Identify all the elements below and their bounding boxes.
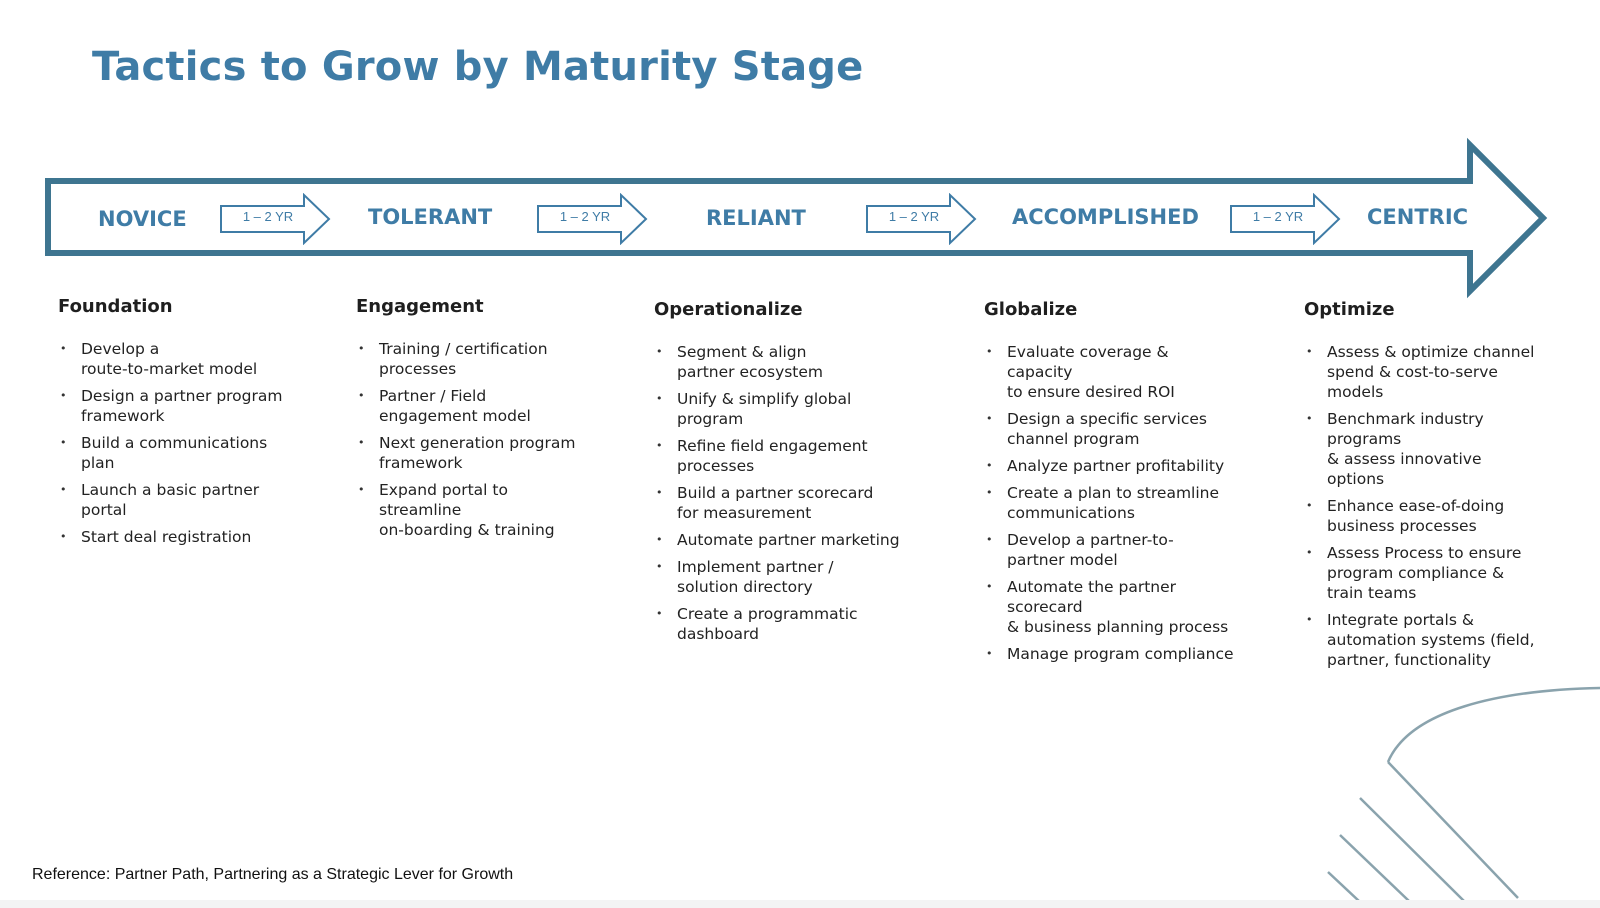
list-item: Create a plan to streamline communicatio…	[984, 483, 1274, 523]
decorative-lines	[1327, 686, 1600, 903]
transition-arrow-shape	[1230, 193, 1341, 245]
list-item: Develop a partner-to- partner model	[984, 530, 1274, 570]
tactic-list: Develop a route-to-market model Design a…	[58, 339, 328, 547]
column-globalize: Globalize Evaluate coverage & capacity t…	[984, 299, 1274, 671]
transition-duration-label: 1 – 2 YR	[242, 209, 294, 224]
transition-duration-label: 1 – 2 YR	[559, 209, 611, 224]
list-item: Manage program compliance	[984, 644, 1274, 664]
stage-label-reliant: RELIANT	[706, 206, 806, 230]
list-item: Expand portal to streamline on-boarding …	[356, 480, 626, 540]
column-heading: Operationalize	[654, 299, 803, 320]
column-engagement: Engagement Training / certification proc…	[356, 296, 626, 547]
tactic-list: Training / certification processes Partn…	[356, 339, 626, 540]
list-item: Training / certification processes	[356, 339, 626, 379]
list-item: Start deal registration	[58, 527, 328, 547]
stage-label-centric: CENTRIC	[1367, 205, 1469, 229]
column-operationalize: Operationalize Segment & align partner e…	[654, 299, 954, 651]
page-title: Tactics to Grow by Maturity Stage	[92, 44, 864, 90]
list-item: Benchmark industry programs & assess inn…	[1304, 409, 1596, 489]
list-item: Design a partner program framework	[58, 386, 328, 426]
column-heading: Optimize	[1304, 299, 1395, 320]
column-heading: Globalize	[984, 299, 1078, 320]
list-item: Enhance ease-of-doing business processes	[1304, 496, 1596, 536]
reference-note: Reference: Partner Path, Partnering as a…	[32, 866, 514, 883]
transition-arrow-3: 1 – 2 YR	[866, 193, 978, 245]
column-heading: Foundation	[58, 296, 173, 317]
list-item: Create a programmatic dashboard	[654, 604, 954, 644]
maturity-timeline-arrow	[45, 137, 1548, 299]
column-heading: Engagement	[356, 296, 484, 317]
list-item: Develop a route-to-market model	[58, 339, 328, 379]
list-item: Unify & simplify global program	[654, 389, 954, 429]
list-item: Segment & align partner ecosystem	[654, 342, 954, 382]
list-item: Build a partner scorecard for measuremen…	[654, 483, 954, 523]
transition-arrow-4: 1 – 2 YR	[1230, 193, 1342, 245]
stage-label-tolerant: TOLERANT	[368, 205, 493, 229]
list-item: Analyze partner profitability	[984, 456, 1274, 476]
bottom-band	[0, 900, 1600, 908]
list-item: Build a communications plan	[58, 433, 328, 473]
list-item: Implement partner / solution directory	[654, 557, 954, 597]
list-item: Refine field engagement processes	[654, 436, 954, 476]
stage-label-accomplished: ACCOMPLISHED	[1012, 205, 1199, 229]
list-item: Design a specific services channel progr…	[984, 409, 1274, 449]
list-item: Automate partner marketing	[654, 530, 954, 550]
list-item: Integrate portals & automation systems (…	[1304, 610, 1596, 670]
transition-arrow-shape	[220, 193, 331, 245]
transition-duration-label: 1 – 2 YR	[888, 209, 940, 224]
list-item: Launch a basic partner portal	[58, 480, 328, 520]
list-item: Assess & optimize channel spend & cost-t…	[1304, 342, 1596, 402]
list-item: Automate the partner scorecard & busines…	[984, 577, 1274, 637]
tactic-list: Evaluate coverage & capacity to ensure d…	[984, 342, 1274, 664]
transition-arrow-2: 1 – 2 YR	[537, 193, 649, 245]
transition-arrow-shape	[537, 193, 648, 245]
stage-label-novice: NOVICE	[98, 207, 187, 231]
transition-arrow-shape	[866, 193, 977, 245]
list-item: Next generation program framework	[356, 433, 626, 473]
tactic-list: Assess & optimize channel spend & cost-t…	[1304, 342, 1596, 670]
column-optimize: Optimize Assess & optimize channel spend…	[1304, 299, 1596, 677]
column-foundation: Foundation Develop a route-to-market mod…	[58, 296, 328, 554]
list-item: Assess Process to ensure program complia…	[1304, 543, 1596, 603]
list-item: Evaluate coverage & capacity to ensure d…	[984, 342, 1274, 402]
tactic-list: Segment & align partner ecosystem Unify …	[654, 342, 954, 644]
transition-duration-label: 1 – 2 YR	[1252, 209, 1304, 224]
list-item: Partner / Field engagement model	[356, 386, 626, 426]
transition-arrow-1: 1 – 2 YR	[220, 193, 332, 245]
